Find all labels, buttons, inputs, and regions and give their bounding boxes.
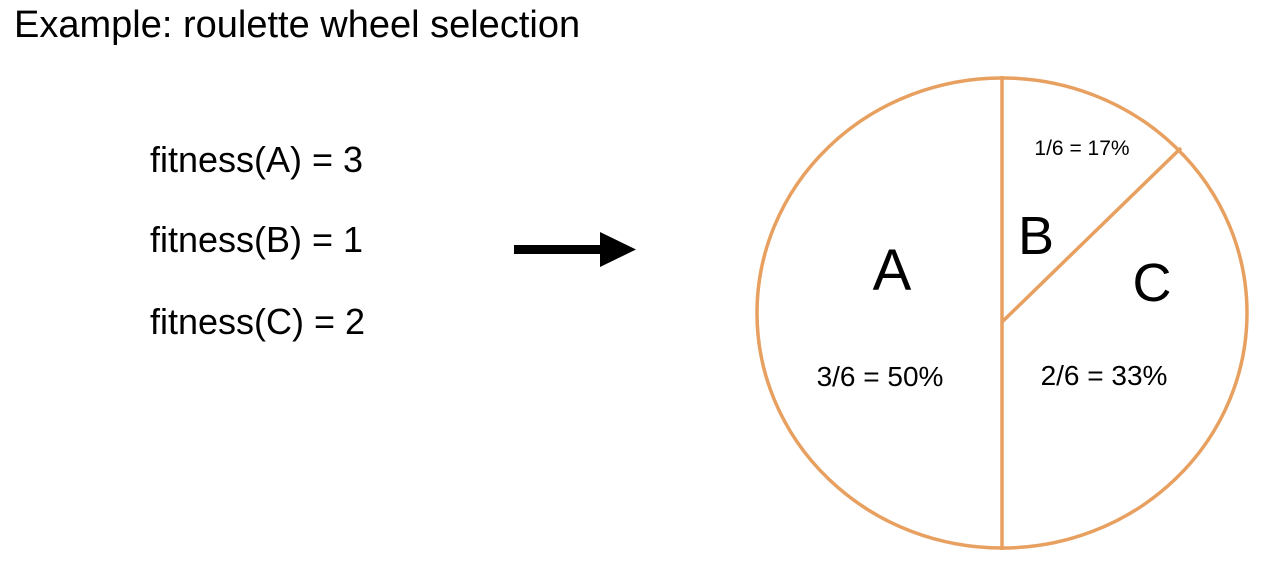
slice-b-caption: 1/6 = 17% [1034,137,1129,160]
wheel-divider-diagonal [1000,146,1183,324]
slice-c-caption: 2/6 = 33% [1041,360,1168,391]
page-title: Example: roulette wheel selection [14,4,581,46]
fitness-a-line: fitness(A) = 3 [150,139,364,180]
fitness-c-line: fitness(C) = 2 [150,301,366,342]
roulette-wheel: A 3/6 = 50% B 1/6 = 17% C 2/6 = 33% [755,76,1249,550]
slice-b-label: B [1018,206,1054,266]
fitness-b-line: fitness(B) = 1 [150,219,364,260]
slice-a-label: A [873,238,912,303]
slice-a-caption: 3/6 = 50% [817,361,944,392]
right-arrow-icon [514,232,636,267]
slice-c-label: C [1133,253,1172,313]
